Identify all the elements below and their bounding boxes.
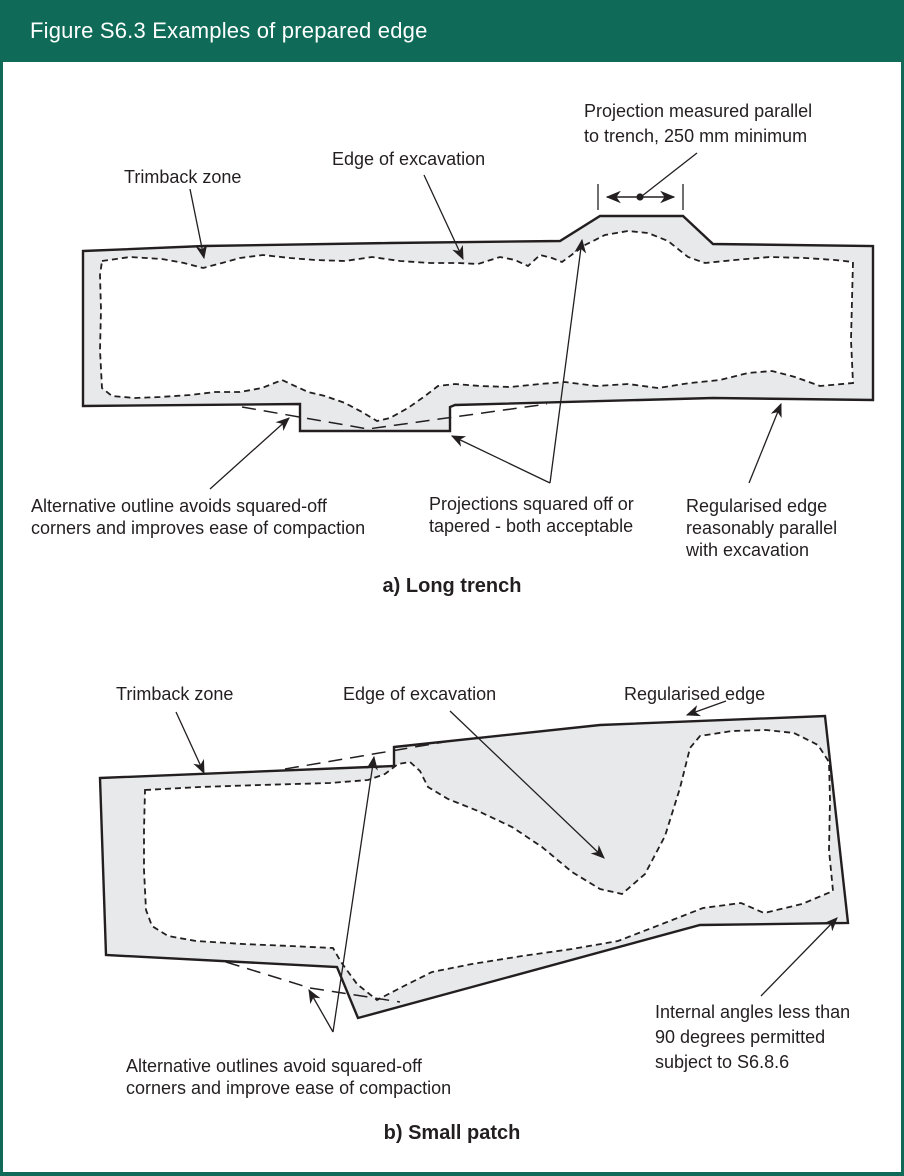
projection-measured-label: Projection measured parallel to trench, …	[584, 101, 813, 146]
edge-of-excavation-arrow-a	[423, 174, 464, 261]
alternative-outlines-arrow-bottom	[308, 988, 334, 1033]
patch-excavation-edge-dashed	[143, 729, 834, 1002]
alternative-outlines-arrow-top	[332, 755, 378, 1033]
small-patch-diagram	[98, 700, 850, 1033]
projection-leader-dot	[636, 193, 644, 201]
long-trench-diagram	[81, 152, 875, 490]
patch-alternative-outline-top-dashed	[284, 740, 451, 770]
edge-of-excavation-label-a: Edge of excavation	[332, 149, 486, 169]
trimback-arrow-b	[175, 711, 205, 775]
trimback-zone-label-b: Trimback zone	[116, 684, 234, 704]
alternative-outline-label-a: Alternative outline avoids squared-off c…	[31, 496, 366, 538]
figure-title: Figure S6.3 Examples of prepared edge	[30, 18, 428, 43]
patch-alternative-outline-bottom-dashed	[225, 961, 401, 1003]
regularised-edge-arrow-a	[748, 402, 782, 484]
regularised-edge-arrow-b	[685, 700, 727, 717]
regularised-edge-label-a: Regularised edge reasonably parallel wit…	[686, 496, 838, 560]
projections-arrow-taper	[549, 238, 587, 484]
projections-squared-label: Projections squared off or tapered - bot…	[429, 494, 634, 536]
edge-of-excavation-label-b: Edge of excavation	[343, 684, 497, 704]
regularised-edge-label-b: Regularised edge	[624, 684, 766, 704]
trench-excavation-edge-dashed	[99, 230, 854, 422]
figure-header-bar: Figure S6.3 Examples of prepared edge	[0, 0, 904, 62]
trench-alternative-outline-dashed	[241, 403, 548, 430]
projection-leader-line	[641, 152, 698, 197]
trimback-arrow-a	[189, 188, 208, 260]
figure-border-frame	[0, 62, 904, 1176]
alternative-outlines-label-b: Alternative outlines avoid squared-off c…	[126, 1056, 452, 1098]
caption-small-patch: b) Small patch	[383, 1122, 521, 1144]
internal-angles-label: Internal angles less than 90 degrees per…	[655, 1002, 851, 1072]
caption-long-trench: a) Long trench	[382, 575, 522, 597]
trimback-zone-label-a: Trimback zone	[124, 167, 242, 187]
internal-angles-arrow	[760, 917, 838, 997]
edge-of-excavation-arrow-b	[449, 710, 605, 859]
alternative-outline-arrow-a	[209, 417, 290, 490]
projections-arrow-notch	[450, 435, 551, 484]
